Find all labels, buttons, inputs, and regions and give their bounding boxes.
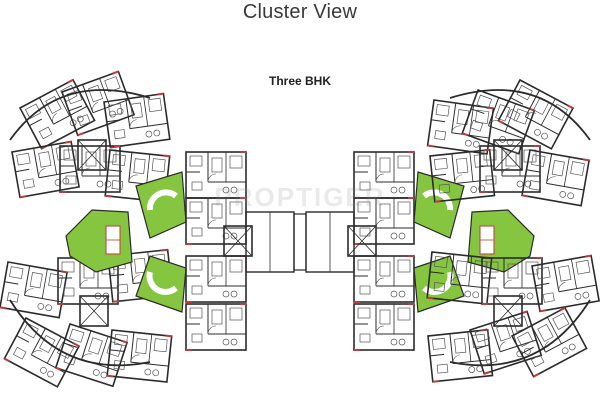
central-corridor: [293, 213, 307, 271]
left-green-court: [65, 209, 133, 273]
left-wing: [0, 70, 174, 388]
right-upper-green-court: [413, 171, 465, 239]
right-wing: [426, 79, 600, 383]
right-green-court: [467, 209, 535, 273]
left-upper-green-court: [135, 171, 187, 239]
plan-subtitle: Three BHK: [268, 74, 331, 88]
page-title: Cluster View: [242, 1, 358, 23]
watermark: PROPTIGER: [214, 182, 386, 212]
left-lower-green-court: [135, 255, 187, 313]
